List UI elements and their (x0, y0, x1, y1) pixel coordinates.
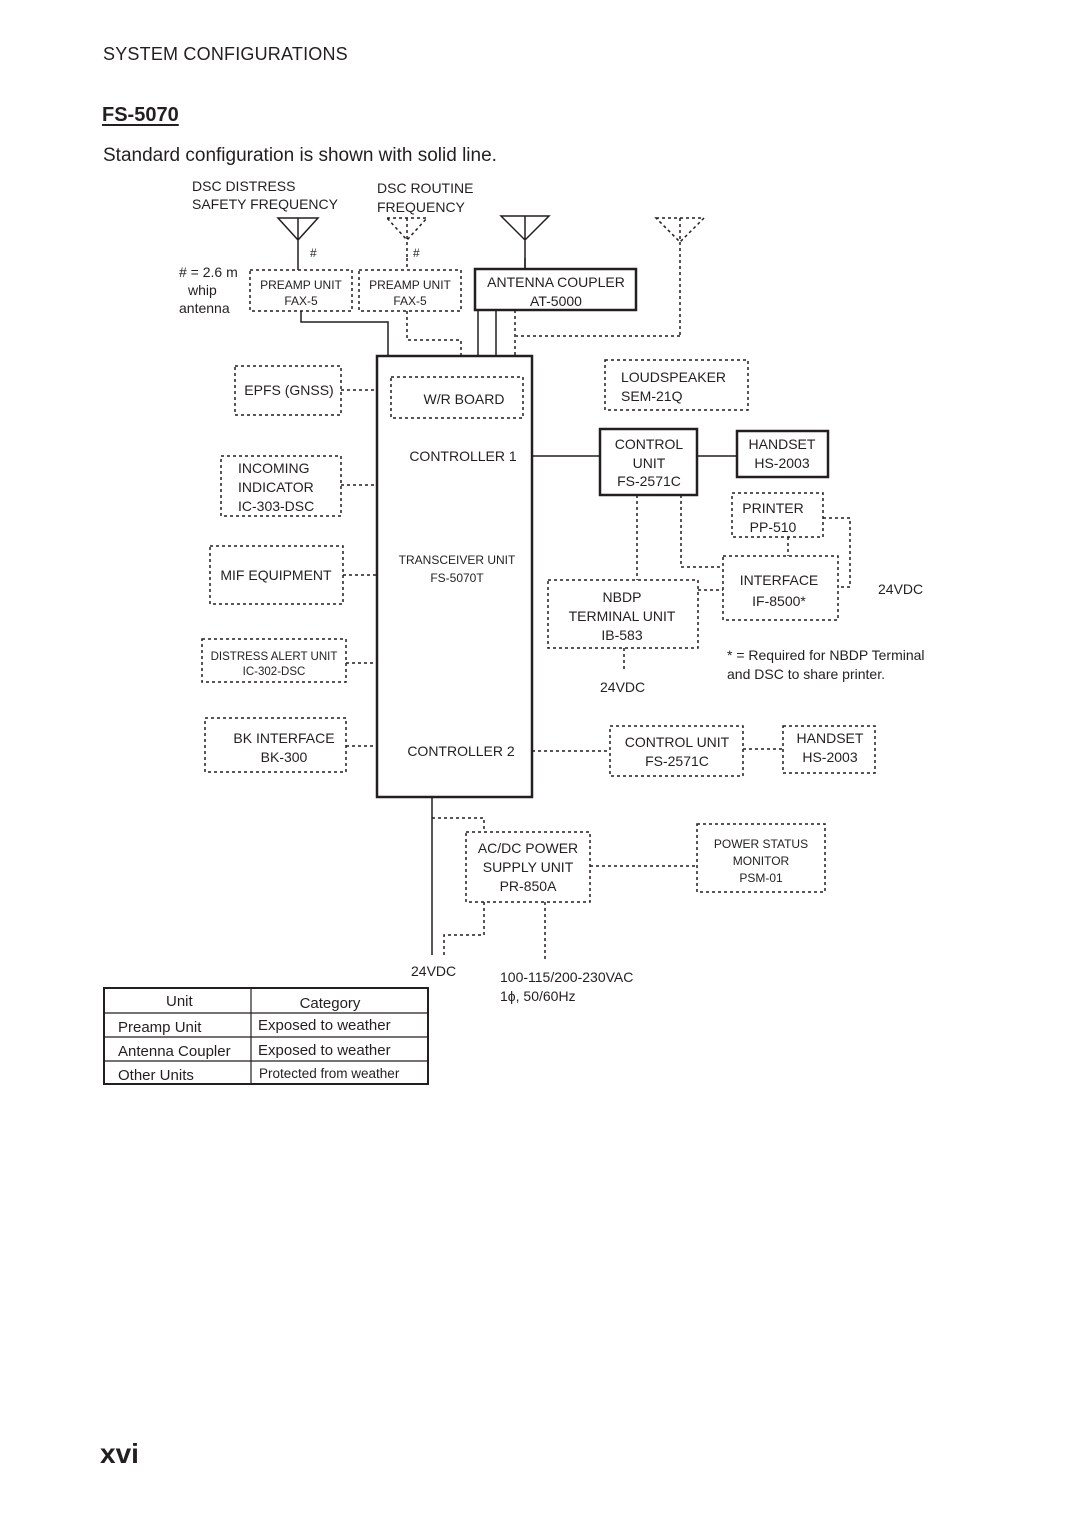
hash-mark-1: # (310, 246, 317, 260)
svg-text:FAX-5: FAX-5 (393, 294, 427, 308)
footnote-line-2: and DSC to share printer. (727, 666, 885, 682)
mif-equipment: MIF EQUIPMENT (209, 545, 344, 605)
svg-text:CONTROL: CONTROL (615, 436, 684, 452)
svg-text:CONTROL UNIT: CONTROL UNIT (625, 734, 730, 750)
svg-text:POWER STATUS: POWER STATUS (714, 837, 808, 851)
interface-unit: INTERFACE IF-8500* (722, 555, 839, 621)
handset-1: HANDSET HS-2003 (735, 429, 830, 479)
svg-text:MIF EQUIPMENT: MIF EQUIPMENT (220, 567, 332, 583)
routine-label-2: FREQUENCY (377, 199, 466, 215)
bk-interface: BK INTERFACE BK-300 (204, 717, 347, 773)
svg-text:EPFS (GNSS): EPFS (GNSS) (244, 382, 333, 398)
antenna-icon (654, 217, 706, 336)
svg-text:PRINTER: PRINTER (742, 500, 803, 516)
svg-text:NBDP: NBDP (603, 589, 642, 605)
legend-header-unit: Unit (166, 993, 194, 1010)
svg-text:AT-5000: AT-5000 (530, 293, 582, 309)
svg-text:HANDSET: HANDSET (797, 730, 864, 746)
legend-row-unit: Preamp Unit (118, 1019, 202, 1036)
antenna-coupler: ANTENNA COUPLER AT-5000 (473, 267, 638, 312)
svg-text:DISTRESS ALERT UNIT: DISTRESS ALERT UNIT (211, 651, 338, 663)
legend-row-unit: Antenna Coupler (118, 1043, 231, 1060)
main-24vdc: 24VDC (411, 963, 456, 979)
svg-text:BK-300: BK-300 (261, 749, 308, 765)
routine-label-1: DSC ROUTINE (377, 180, 473, 196)
nbdp-terminal-unit: NBDP TERMINAL UNIT IB-583 (547, 579, 699, 649)
preamp-unit-2: PREAMP UNIT FAX-5 (358, 269, 462, 312)
preamp-unit-1: PREAMP UNIT FAX-5 (249, 269, 353, 312)
footnote-line-1: * = Required for NBDP Terminal (727, 647, 925, 663)
svg-text:PSM-01: PSM-01 (739, 871, 783, 885)
svg-text:INTERFACE: INTERFACE (740, 572, 819, 588)
svg-text:HANDSET: HANDSET (749, 436, 816, 452)
legend-row-category: Protected from weather (259, 1066, 400, 1081)
legend-row-category: Exposed to weather (258, 1017, 391, 1034)
svg-text:SUPPLY UNIT: SUPPLY UNIT (483, 859, 574, 875)
svg-text:INCOMING: INCOMING (238, 460, 310, 476)
model-title: FS-5070 (102, 104, 179, 126)
handset-2: HANDSET HS-2003 (782, 725, 876, 774)
power-status-monitor: POWER STATUS MONITOR PSM-01 (696, 823, 826, 893)
svg-text:TERMINAL UNIT: TERMINAL UNIT (569, 608, 676, 624)
power-supply-unit: AC/DC POWER SUPPLY UNIT PR-850A (465, 831, 591, 903)
wr-board: W/R BOARD (390, 376, 524, 419)
incoming-indicator: INCOMING INDICATOR IC-303-DSC (220, 455, 342, 517)
svg-text:PREAMP UNIT: PREAMP UNIT (369, 278, 451, 292)
interface-24vdc: 24VDC (878, 581, 923, 597)
svg-text:AC/DC POWER: AC/DC POWER (478, 840, 578, 856)
legend-row-unit: Other Units (118, 1067, 194, 1084)
control-unit-1: CONTROL UNIT FS-2571C (598, 427, 699, 497)
svg-text:SEM-21Q: SEM-21Q (621, 388, 683, 404)
svg-text:W/R BOARD: W/R BOARD (424, 391, 505, 407)
svg-text:MONITOR: MONITOR (733, 854, 790, 868)
svg-text:FS-2571C: FS-2571C (645, 753, 709, 769)
svg-text:ANTENNA COUPLER: ANTENNA COUPLER (487, 274, 625, 290)
distress-alert-unit: DISTRESS ALERT UNIT IC-302-DSC (201, 638, 347, 683)
printer: PRINTER PP-510 (731, 492, 824, 538)
controller-1-label: CONTROLLER 1 (409, 448, 517, 464)
svg-text:INDICATOR: INDICATOR (238, 479, 314, 495)
legend-row-category: Exposed to weather (258, 1042, 391, 1059)
control-unit-2: CONTROL UNIT FS-2571C (609, 725, 744, 777)
ac-input-line-1: 100-115/200-230VAC (500, 969, 633, 985)
loudspeaker: LOUDSPEAKER SEM-21Q (604, 359, 749, 411)
section-header: SYSTEM CONFIGURATIONS (103, 44, 348, 64)
svg-text:BK INTERFACE: BK INTERFACE (233, 730, 334, 746)
svg-text:PREAMP UNIT: PREAMP UNIT (260, 278, 342, 292)
svg-text:FS-2571C: FS-2571C (617, 473, 681, 489)
ac-input-line-2: 1ϕ, 50/60Hz (500, 988, 576, 1004)
svg-text:IB-583: IB-583 (601, 627, 642, 643)
transceiver-label: TRANSCEIVER UNIT (399, 553, 516, 567)
controller-2-label: CONTROLLER 2 (407, 743, 515, 759)
transceiver-unit (375, 354, 534, 799)
svg-text:IF-8500*: IF-8500* (752, 593, 806, 609)
whip-note-2: whip (187, 282, 217, 298)
svg-text:UNIT: UNIT (633, 455, 666, 471)
transceiver-model: FS-5070T (430, 571, 484, 585)
hash-mark-2: # (413, 246, 420, 260)
distress-label-1: DSC DISTRESS (192, 178, 295, 194)
svg-text:IC-303-DSC: IC-303-DSC (238, 498, 314, 514)
svg-text:HS-2003: HS-2003 (802, 749, 857, 765)
svg-text:PR-850A: PR-850A (500, 878, 557, 894)
svg-text:LOUDSPEAKER: LOUDSPEAKER (621, 369, 726, 385)
nbdp-24vdc: 24VDC (600, 679, 645, 695)
whip-note-1: # = 2.6 m (179, 264, 238, 280)
distress-label-2: SAFETY FREQUENCY (192, 196, 339, 212)
whip-note-3: antenna (179, 300, 230, 316)
intro-text: Standard configuration is shown with sol… (103, 145, 497, 166)
legend-table: Unit Category Preamp Unit Exposed to wea… (103, 987, 429, 1085)
page-number: xvi (100, 1438, 139, 1469)
antenna-icon (276, 217, 320, 258)
svg-text:FAX-5: FAX-5 (284, 294, 318, 308)
svg-text:HS-2003: HS-2003 (754, 455, 809, 471)
svg-text:IC-302-DSC: IC-302-DSC (243, 666, 306, 678)
svg-text:PP-510: PP-510 (750, 519, 797, 535)
legend-header-category: Category (300, 995, 361, 1012)
epfs-unit: EPFS (GNSS) (234, 365, 342, 416)
antenna-icon (385, 217, 429, 258)
